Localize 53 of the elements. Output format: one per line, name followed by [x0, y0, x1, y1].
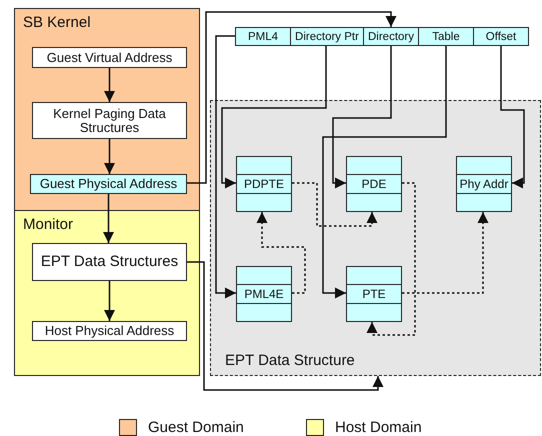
entry-label: PDPTE [242, 177, 285, 191]
field-label: PML4 [248, 30, 278, 42]
table-entry-box [346, 266, 402, 322]
dotted-arrow [292, 182, 378, 227]
address-field [418, 27, 474, 46]
region-title: EPT Data Structure [225, 352, 355, 369]
table-entry-box [236, 266, 292, 322]
arrow [187, 261, 384, 391]
entry-label: PTE [361, 287, 387, 301]
legend-label: Host Domain [335, 419, 422, 436]
address-field [235, 27, 291, 46]
process-box [32, 321, 187, 341]
arrow [104, 139, 115, 174]
process-box [32, 47, 187, 68]
box-label: Guest Virtual Address [46, 50, 172, 64]
box-label: Kernel Paging Data Structures [52, 106, 167, 134]
field-label: Offset [486, 30, 516, 42]
box-label: EPT Data Structures [40, 254, 178, 270]
arrow [332, 46, 392, 188]
arrow [221, 46, 327, 188]
field-label: Table [432, 30, 460, 42]
dotted-arrow [256, 212, 306, 294]
dotted-arrow [402, 212, 488, 294]
panel-title: Monitor [23, 216, 74, 233]
entry-label: Phy Addr [458, 177, 510, 191]
arrow [103, 194, 114, 243]
field-label: Directory [368, 30, 414, 42]
box-label: Guest Physical Address [40, 177, 178, 191]
arrow [322, 46, 447, 298]
domain-panel [14, 210, 200, 376]
process-box [32, 243, 187, 281]
arrow [187, 11, 396, 184]
box-label: Host Physical Address [44, 324, 174, 338]
arrow [104, 281, 115, 321]
dotted-arrow [366, 182, 416, 336]
arrow [104, 68, 115, 102]
field-label: Directory Ptr [295, 30, 359, 42]
panel-title: SB Kernel [23, 14, 91, 31]
address-field [290, 27, 364, 46]
entry-label: PDE [360, 177, 388, 191]
domain-panel [14, 8, 200, 211]
arrow [500, 46, 525, 188]
table-entry-box [346, 156, 402, 212]
table-entry-box [456, 156, 512, 212]
process-box [32, 102, 187, 139]
address-field [473, 27, 529, 46]
entry-label: PML4E [243, 287, 285, 301]
arrow [215, 35, 236, 298]
address-field [363, 27, 419, 46]
table-entry-box [236, 156, 292, 212]
process-box [30, 174, 187, 194]
dashed-region [210, 100, 541, 376]
legend-label: Guest Domain [148, 419, 244, 436]
